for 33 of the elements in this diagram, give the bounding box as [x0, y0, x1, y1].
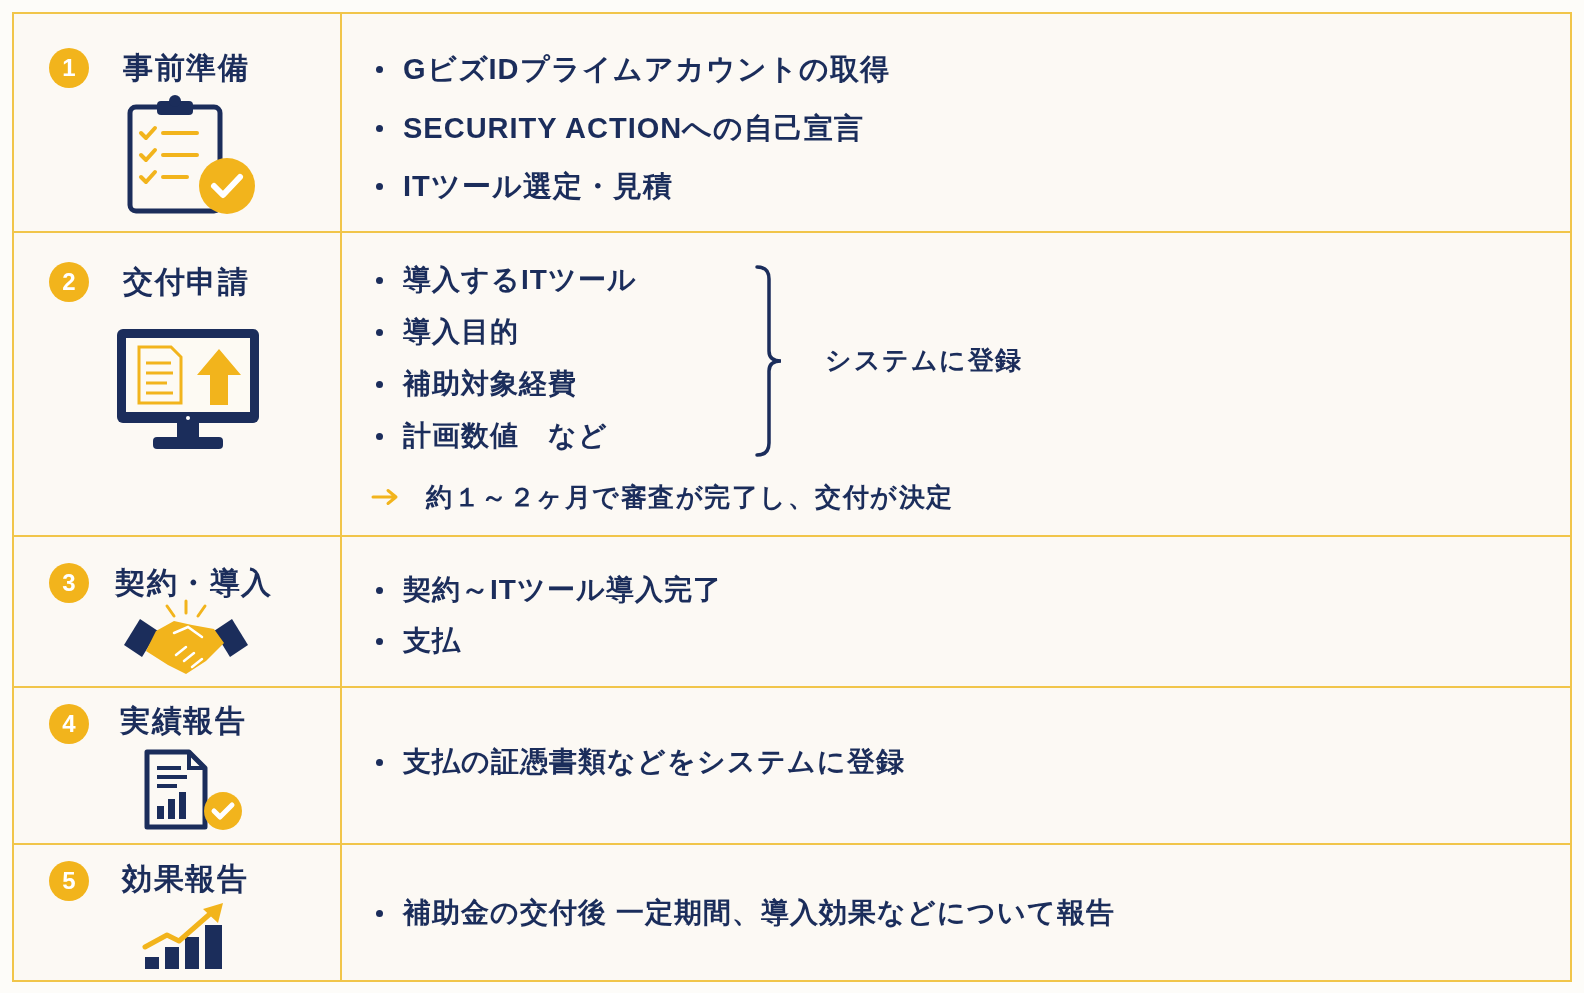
- bracket-label: システムに登録: [825, 344, 1023, 377]
- step-name-cell: [12, 12, 342, 233]
- step-name-cell: [12, 843, 342, 982]
- list-item: GビズIDプライムアカウントの取得: [372, 50, 890, 88]
- step-details-cell: [340, 12, 1572, 233]
- step-details-cell: [340, 843, 1572, 982]
- list-item: ITツール選定・見積: [372, 167, 673, 205]
- list-item: 契約～ITツール導入完了: [372, 571, 722, 609]
- step-title: 事前準備: [123, 50, 249, 86]
- note-text: 約１～２ヶ月で審査が完了し、交付が決定: [426, 481, 954, 514]
- step-details-cell: [340, 231, 1572, 537]
- step-title: 効果報告: [122, 861, 248, 897]
- step-details-cell: [340, 535, 1572, 688]
- step-name-cell: [12, 231, 342, 537]
- list-item: 補助対象経費: [372, 365, 577, 403]
- step-title: 契約・導入: [115, 565, 273, 601]
- step-number-badge: 4: [49, 704, 89, 744]
- list-item: 導入するITツール: [372, 261, 637, 299]
- step-title: 交付申請: [123, 264, 249, 300]
- step-name-cell: [12, 535, 342, 688]
- list-item: 補助金の交付後 一定期間、導入効果などについて報告: [372, 894, 1115, 932]
- step-number-badge: 5: [49, 861, 89, 901]
- list-item: 計画数値 など: [372, 417, 608, 455]
- list-item: 支払の証憑書類などをシステムに登録: [372, 743, 905, 781]
- step-number-badge: 3: [49, 563, 89, 603]
- list-item: 導入目的: [372, 313, 519, 351]
- step-number-badge: 1: [49, 48, 89, 88]
- step-number-badge: 2: [49, 262, 89, 302]
- step-details-cell: [340, 686, 1572, 845]
- list-item: 支払: [372, 622, 461, 660]
- step-name-cell: [12, 686, 342, 845]
- list-item: SECURITY ACTIONへの自己宣言: [372, 109, 865, 147]
- step-title: 実績報告: [120, 703, 246, 739]
